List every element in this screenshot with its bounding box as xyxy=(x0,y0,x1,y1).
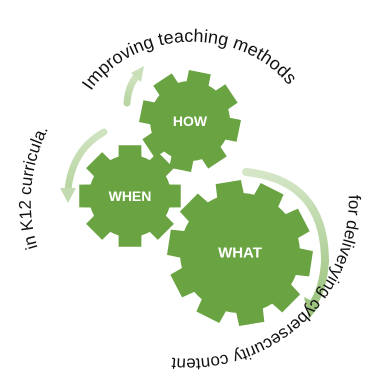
arrow-right-head xyxy=(304,297,320,319)
caption-left: in K12 curricula. xyxy=(16,122,52,252)
gear-when xyxy=(79,145,181,247)
arrow-left-head xyxy=(60,188,76,203)
arrow-top-left xyxy=(123,72,141,107)
cycle-arrows xyxy=(60,66,330,319)
caption-left-text: in K12 curricula. xyxy=(16,122,52,252)
gear-label-what: WHAT xyxy=(218,245,262,262)
gear-label-how: HOW xyxy=(173,113,208,129)
gear-how xyxy=(139,70,241,172)
gear-group xyxy=(79,70,313,326)
arrow-top-left-head xyxy=(131,66,144,82)
arrow-left xyxy=(64,128,108,194)
gear-what xyxy=(167,180,313,326)
arrow-right xyxy=(242,168,330,309)
gear-label-when: WHEN xyxy=(109,188,152,204)
